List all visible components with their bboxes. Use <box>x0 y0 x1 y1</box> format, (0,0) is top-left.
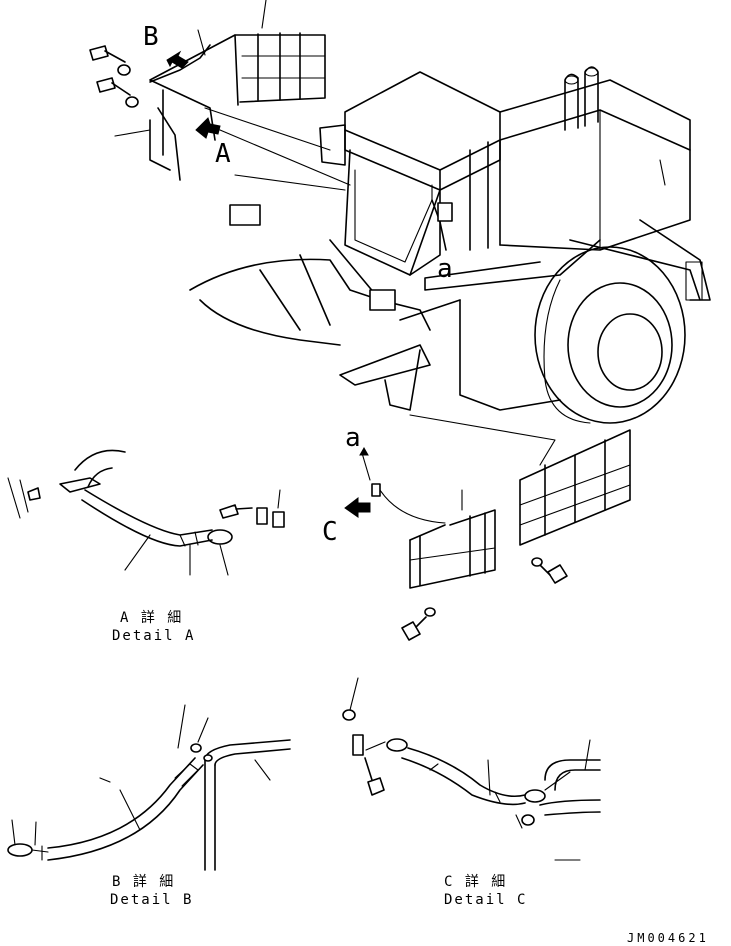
point-a-upper-label: a <box>437 254 453 284</box>
detail-c-title-jp: C 詳 細 <box>444 874 507 890</box>
view-a-label: A <box>215 139 231 169</box>
detail-c-title-en: Detail C <box>444 892 527 908</box>
side-handrail-cluster: a C <box>322 414 631 641</box>
detail-b-caption: B 詳 細 Detail B <box>110 874 193 908</box>
detail-b-illustration <box>7 704 291 871</box>
point-a-lower-label: a <box>345 423 361 453</box>
detail-a-title-en: Detail A <box>112 628 195 644</box>
detail-b-title-en: Detail B <box>110 892 193 908</box>
detail-a-title-jp: A 詳 細 <box>120 610 183 626</box>
drawing-number: JM004621 <box>627 931 709 945</box>
upper-handrail-assembly: B A <box>89 0 326 181</box>
detail-a-illustration <box>7 449 285 576</box>
view-b-label: B <box>143 22 159 52</box>
view-c-label: C <box>322 517 338 547</box>
detail-c-caption: C 詳 細 Detail C <box>444 874 527 908</box>
wheel-loader-illustration: a <box>189 66 711 424</box>
detail-c-illustration <box>342 677 601 861</box>
detail-a-caption: A 詳 細 Detail A <box>112 610 195 644</box>
detail-b-title-jp: B 詳 細 <box>112 874 175 890</box>
